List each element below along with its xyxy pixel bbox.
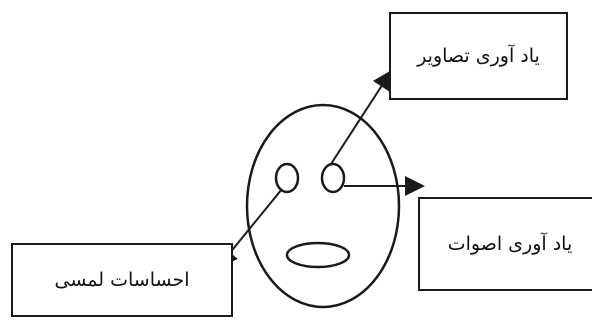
arrow-to-images-box [330, 69, 393, 165]
sounds-recall-label: یاد آوری اصوات [447, 233, 573, 255]
images-recall-label: یاد آوری تصاویر [417, 45, 540, 67]
face-outline [245, 103, 401, 309]
sounds-recall-box: یاد آوری اصوات [418, 197, 592, 291]
left-eye [274, 162, 300, 194]
touch-senses-label: احساسات لمسی [54, 269, 190, 291]
mouth [285, 241, 351, 269]
touch-senses-box: احساسات لمسی [11, 243, 233, 317]
images-recall-box: یاد آوری تصاویر [389, 12, 568, 100]
right-eye [320, 162, 346, 194]
